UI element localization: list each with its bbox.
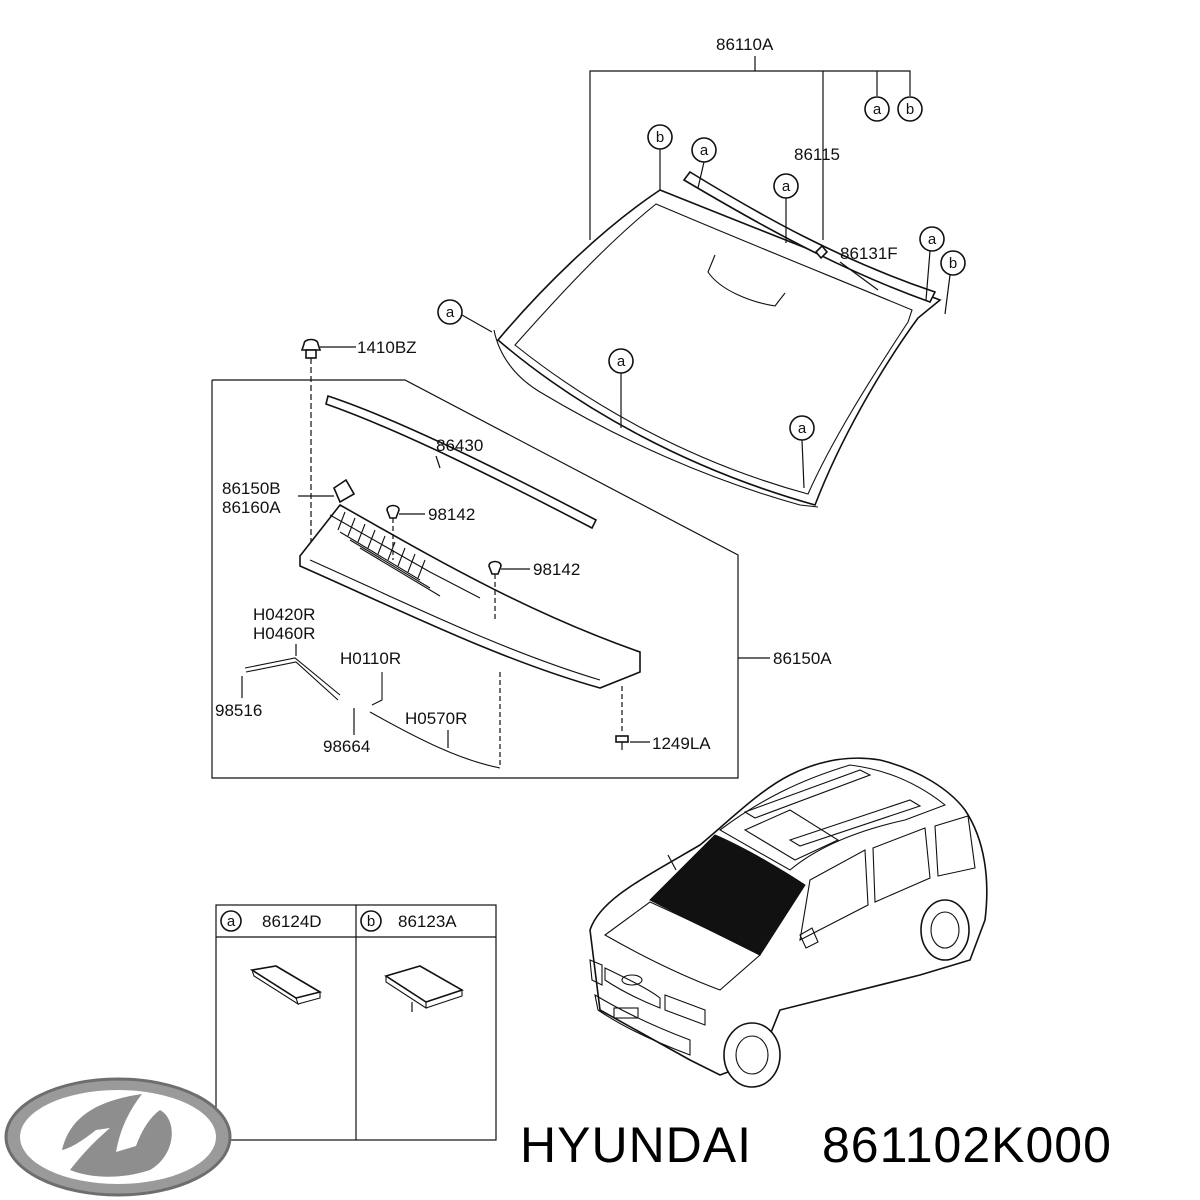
svg-text:a: a (700, 142, 709, 159)
label-86160a: 86160A (222, 498, 281, 517)
svg-text:b: b (906, 101, 914, 118)
hyundai-logo (4, 1077, 232, 1197)
marker-a-1: a (691, 137, 717, 189)
legend-marker-a: a (220, 910, 242, 932)
label-86131f: 86131F (840, 244, 898, 263)
car-windshield-highlight (649, 834, 806, 956)
svg-text:a: a (928, 231, 937, 248)
label-1410bz: 1410BZ (357, 338, 417, 357)
svg-text:a: a (227, 913, 236, 930)
svg-text:b: b (367, 913, 375, 930)
label-h0460r: H0460R (253, 624, 315, 643)
cowl-group: 1410BZ 86430 86150B 86160A (211, 338, 832, 779)
legend-table: a 86124D b 86123A (215, 904, 497, 1141)
label-86150b: 86150B (222, 479, 281, 498)
part-number: 861102K000 (822, 1117, 1112, 1173)
legend-marker-b: b (360, 910, 382, 932)
label-98664: 98664 (323, 737, 370, 756)
legend-b-code: 86123A (398, 912, 457, 931)
svg-text:a: a (798, 420, 807, 437)
legend-a-code: 86124D (262, 912, 322, 931)
part-a-sketch (249, 965, 323, 999)
marker-a-4: a (437, 299, 493, 333)
label-86150a: 86150A (773, 649, 832, 668)
marker-b-top: b (897, 96, 923, 122)
svg-text:a: a (446, 304, 455, 321)
label-h0110r: H0110R (340, 649, 401, 668)
label-h0420r: H0420R (253, 605, 315, 624)
marker-b-2: b (940, 250, 966, 315)
svg-text:b: b (949, 255, 957, 272)
label-86115: 86115 (794, 145, 840, 164)
label-86430: 86430 (436, 436, 483, 455)
label-h0570r: H0570R (405, 709, 467, 728)
marker-a-top: a (864, 96, 890, 122)
windshield-group: 86110A a b 86131F 86115 b (437, 35, 966, 508)
marker-b-1: b (647, 124, 673, 190)
label-1249la: 1249LA (652, 734, 711, 753)
part-b-sketch (384, 965, 464, 1003)
svg-text:a: a (782, 178, 791, 195)
label-98516: 98516 (215, 701, 262, 720)
marker-a-5: a (608, 348, 634, 428)
car-illustration (589, 757, 988, 1088)
label-98142-lower: 98142 (533, 560, 580, 579)
brand-name: HYUNDAI (520, 1117, 752, 1173)
windshield-glass (496, 189, 942, 506)
label-86110a: 86110A (716, 35, 774, 54)
marker-a-3: a (919, 226, 945, 301)
svg-text:a: a (873, 101, 882, 118)
marker-a-2: a (773, 173, 799, 243)
label-98142-upper: 98142 (428, 505, 475, 524)
svg-text:b: b (656, 129, 664, 146)
marker-a-6: a (789, 415, 815, 489)
svg-text:a: a (617, 353, 626, 370)
